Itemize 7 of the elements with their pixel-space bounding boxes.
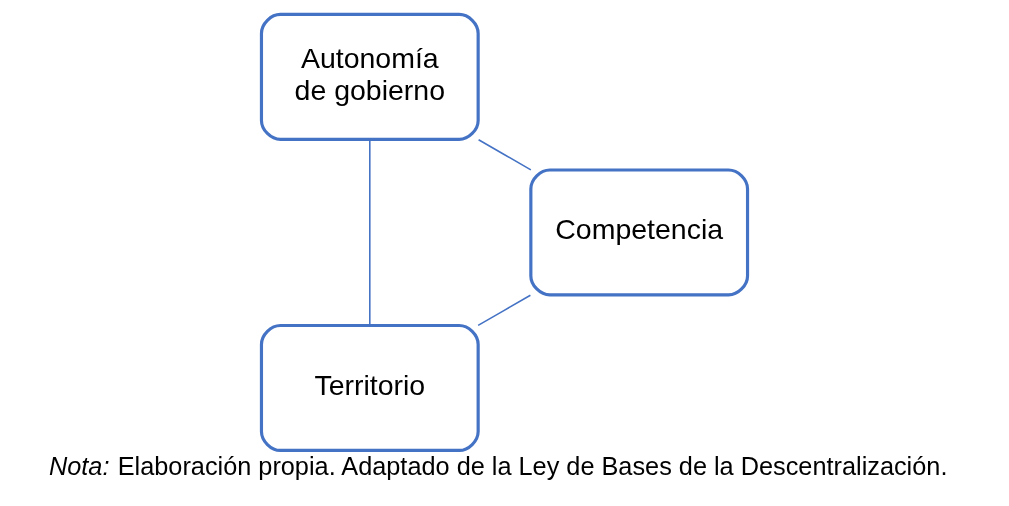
node-box: Competencia [529, 168, 750, 297]
connector [369, 139, 371, 326]
caption: Nota: Elaboración propia. Adaptado de la Ley de Bases de la Descentralización. [48, 452, 948, 481]
node-box: Autonomía de gobierno [259, 12, 480, 141]
connector [477, 138, 532, 171]
node-box: Territorio [259, 323, 480, 452]
connector [477, 294, 532, 327]
